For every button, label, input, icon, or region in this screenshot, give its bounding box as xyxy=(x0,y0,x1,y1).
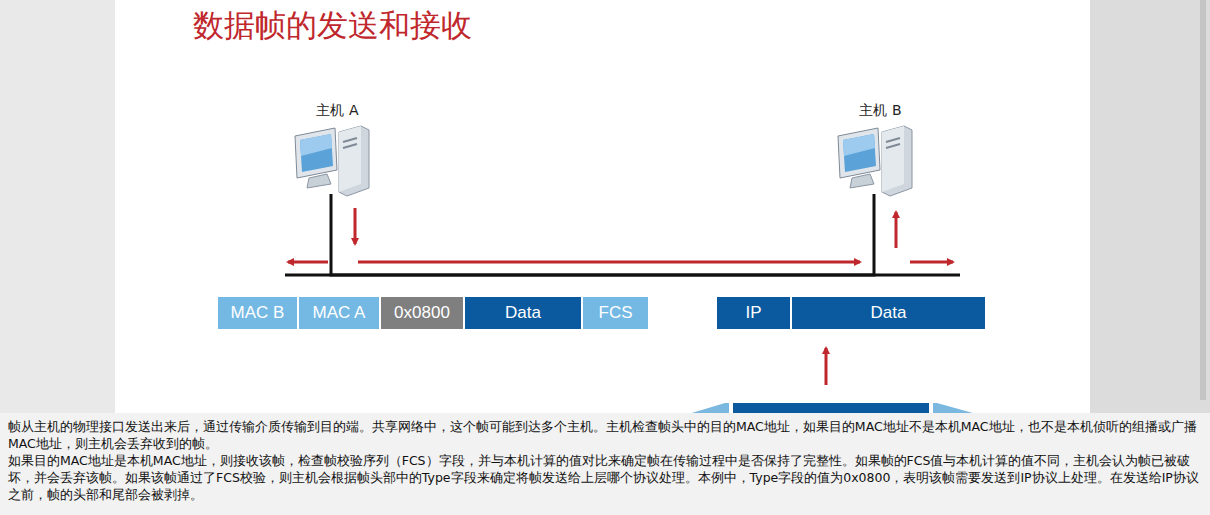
frame-field: Data xyxy=(465,297,581,329)
scrollbar xyxy=(1200,0,1206,400)
computer-icon xyxy=(291,122,371,200)
frame-field: Data xyxy=(792,297,985,329)
field-label: FCS xyxy=(599,303,633,323)
frame-field: IP xyxy=(717,297,790,329)
field-label: Data xyxy=(505,303,541,323)
field-label: Data xyxy=(871,303,907,323)
frame-field: 0x0800 xyxy=(381,297,463,329)
subtitle-text: 帧从主机的物理接口发送出来后，通过传输介质传输到目的端。共享网络中，这个帧可能到… xyxy=(8,418,1204,452)
strip-arrow xyxy=(825,348,828,385)
field-label: MAC B xyxy=(231,303,285,323)
field-label: IP xyxy=(745,303,761,323)
host-computer: 主机 B xyxy=(827,102,934,198)
computer-icon xyxy=(834,122,914,200)
field-label: 0x0800 xyxy=(394,303,450,323)
host-label: 主机 A xyxy=(284,102,391,120)
host-label: 主机 B xyxy=(827,102,934,120)
receive-arrow xyxy=(895,212,898,248)
flow-arrow xyxy=(358,261,860,264)
subtitle-block: 帧从主机的物理接口发送出来后，通过传输介质传输到目的端。共享网络中，这个帧可能到… xyxy=(8,418,1204,503)
subtitle-text: 如果目的MAC地址是本机MAC地址，则接收该帧，检查帧校验序列（FCS）字段，并… xyxy=(8,452,1204,503)
host-computer: 主机 A xyxy=(284,102,391,198)
frame-field: MAC B xyxy=(218,297,297,329)
flow-arrow xyxy=(288,261,328,264)
flow-arrow xyxy=(910,261,953,264)
frame-field: MAC A xyxy=(299,297,379,329)
network-link xyxy=(331,194,874,275)
frame-field: FCS xyxy=(583,297,648,329)
field-label: MAC A xyxy=(313,303,366,323)
send-arrow xyxy=(354,208,357,244)
slide-title: 数据帧的发送和接收 xyxy=(193,5,472,47)
